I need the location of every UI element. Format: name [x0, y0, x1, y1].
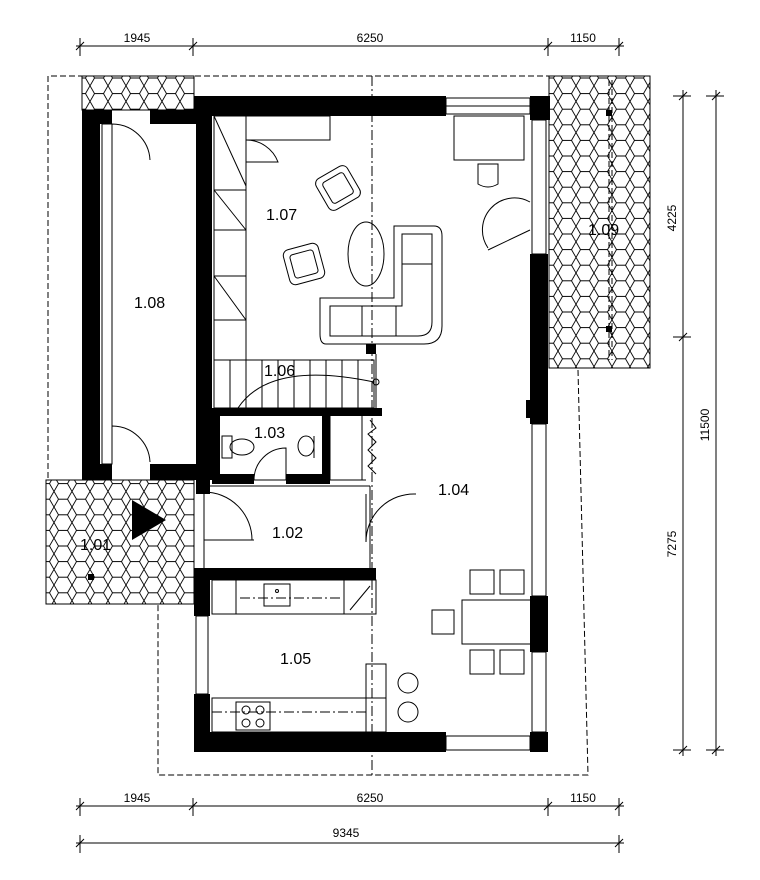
room-label-1-06: 1.06	[264, 363, 295, 380]
dim-bottom-2: 6250	[357, 791, 384, 805]
living-room-furniture	[282, 115, 525, 345]
terrace-entrance	[45, 479, 195, 605]
terrace-right	[548, 75, 651, 369]
armchair-2	[282, 242, 326, 286]
doors	[111, 123, 531, 543]
dim-bottom-3: 1150	[570, 791, 596, 805]
desk	[453, 115, 525, 161]
wc-fixtures	[221, 419, 377, 475]
dim-right-lower: 7275	[665, 530, 679, 557]
dining-set	[431, 569, 533, 675]
room-label-1-08: 1.08	[134, 295, 165, 312]
dim-top-1: 1945	[124, 31, 151, 45]
dim-right-upper: 4225	[665, 204, 679, 231]
dim-bottom-1: 1945	[124, 791, 151, 805]
dimension-bottom: 1945 6250 1150 9345	[75, 791, 624, 853]
room-label-1-05: 1.05	[280, 651, 311, 668]
entrance-arrow-icon	[132, 500, 166, 540]
interior-lines	[101, 97, 547, 751]
kitchen	[211, 579, 419, 733]
bar-stool-1	[397, 672, 419, 694]
cooktop	[235, 701, 271, 731]
dim-right-total: 11500	[698, 408, 712, 441]
dimension-right: 4225 7275 11500	[665, 90, 724, 756]
room-label-1-09: 1.09	[588, 222, 619, 239]
door-1-04	[365, 493, 417, 543]
door-terrace-right	[481, 197, 531, 251]
desk-chair	[477, 163, 499, 188]
dimension-top: 1945 6250 1150	[75, 31, 624, 56]
dim-total: 9345	[333, 826, 360, 840]
room-label-1-03: 1.03	[254, 425, 285, 442]
toilet	[229, 438, 255, 456]
dim-top-2: 6250	[357, 31, 384, 45]
door-1-08-bottom	[111, 425, 151, 464]
room-label-1-07: 1.07	[266, 207, 297, 224]
terrace-marker-1	[88, 574, 94, 580]
washbasin	[297, 435, 315, 457]
coffee-table	[347, 221, 385, 287]
armchair-1	[315, 165, 361, 211]
door-wc	[253, 447, 287, 481]
room-label-1-02: 1.02	[272, 525, 303, 542]
walls	[82, 96, 550, 752]
room-label-1-04: 1.04	[438, 482, 469, 499]
corner-sofa	[319, 225, 443, 345]
room-label-1-01: 1.01	[80, 537, 111, 554]
door-1-08-top	[111, 123, 151, 164]
kitchen-sink	[263, 583, 291, 607]
staircase	[213, 115, 380, 409]
dim-top-3: 1150	[570, 31, 596, 45]
dining-table	[461, 599, 533, 645]
door-entrance	[203, 491, 254, 541]
terrace-top-left	[81, 75, 195, 111]
terraces	[45, 75, 651, 605]
bar-stool-2	[397, 701, 419, 723]
room-labels: 1.01 1.02 1.03 1.04 1.05 1.06 1.07 1.08 …	[80, 207, 619, 668]
